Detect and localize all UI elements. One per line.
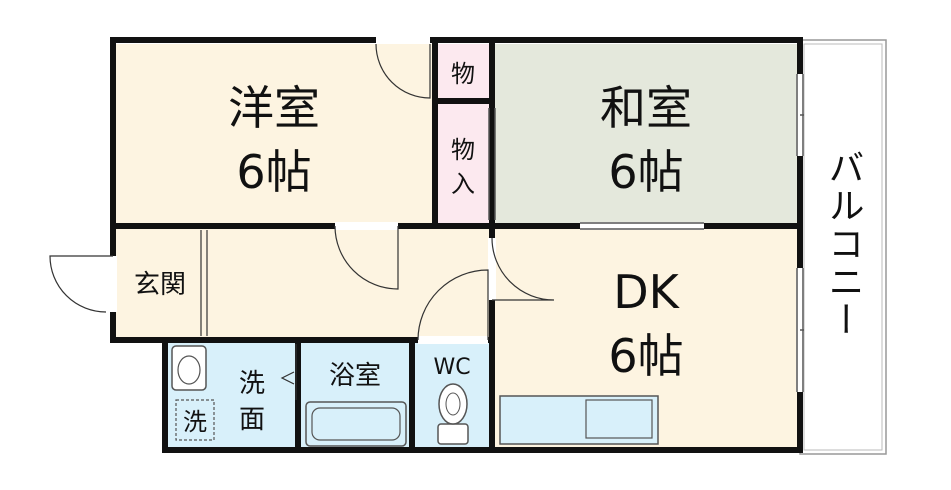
bathroom-label: 浴室 (329, 361, 381, 391)
western-room-size: 6帖 (236, 145, 311, 199)
wash-basin (171, 345, 207, 391)
washroom-label-1: 洗 (239, 369, 265, 399)
western-room (113, 44, 435, 226)
dk-room-name: DK (613, 265, 680, 319)
washer-label: 洗 (183, 408, 207, 436)
storage-middle-label-1: 物 (451, 136, 475, 164)
storage-top-label: 物 (451, 60, 475, 88)
entrance-label: 玄関 (134, 270, 186, 300)
japanese-room (492, 44, 800, 226)
storage-middle (435, 104, 492, 226)
kitchen-counter (499, 395, 659, 445)
balcony-label: バルコニー (823, 149, 864, 339)
storage-top (435, 44, 492, 98)
toilet-fixture (437, 383, 469, 445)
hallway (113, 226, 492, 340)
japanese-room-size: 6帖 (608, 145, 683, 199)
bathtub (305, 401, 407, 447)
western-room-name: 洋室 (228, 81, 320, 135)
storage-door (488, 108, 496, 220)
washroom-label-2: 面 (239, 405, 265, 435)
washer-space (175, 399, 215, 441)
doors (49, 43, 555, 400)
windows (580, 74, 804, 392)
dk-room-size: 6帖 (608, 329, 683, 383)
storage-middle-label-2: 入 (451, 170, 475, 198)
toilet-label: WC (433, 355, 470, 380)
balcony (799, 39, 887, 455)
japanese-room-name: 和室 (600, 81, 692, 135)
